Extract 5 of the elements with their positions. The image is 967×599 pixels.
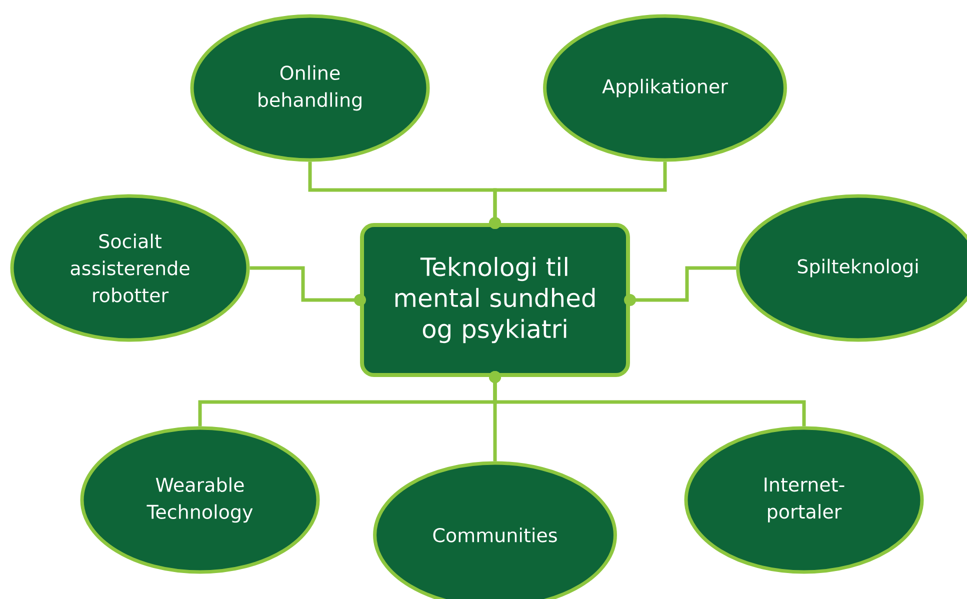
connector-line: [250, 266, 366, 306]
connector-line: [489, 371, 806, 426]
connector-line: [624, 266, 736, 306]
connector-line: [489, 162, 667, 229]
center-box: Teknologi til mental sundhed og psykiatri: [360, 223, 630, 377]
